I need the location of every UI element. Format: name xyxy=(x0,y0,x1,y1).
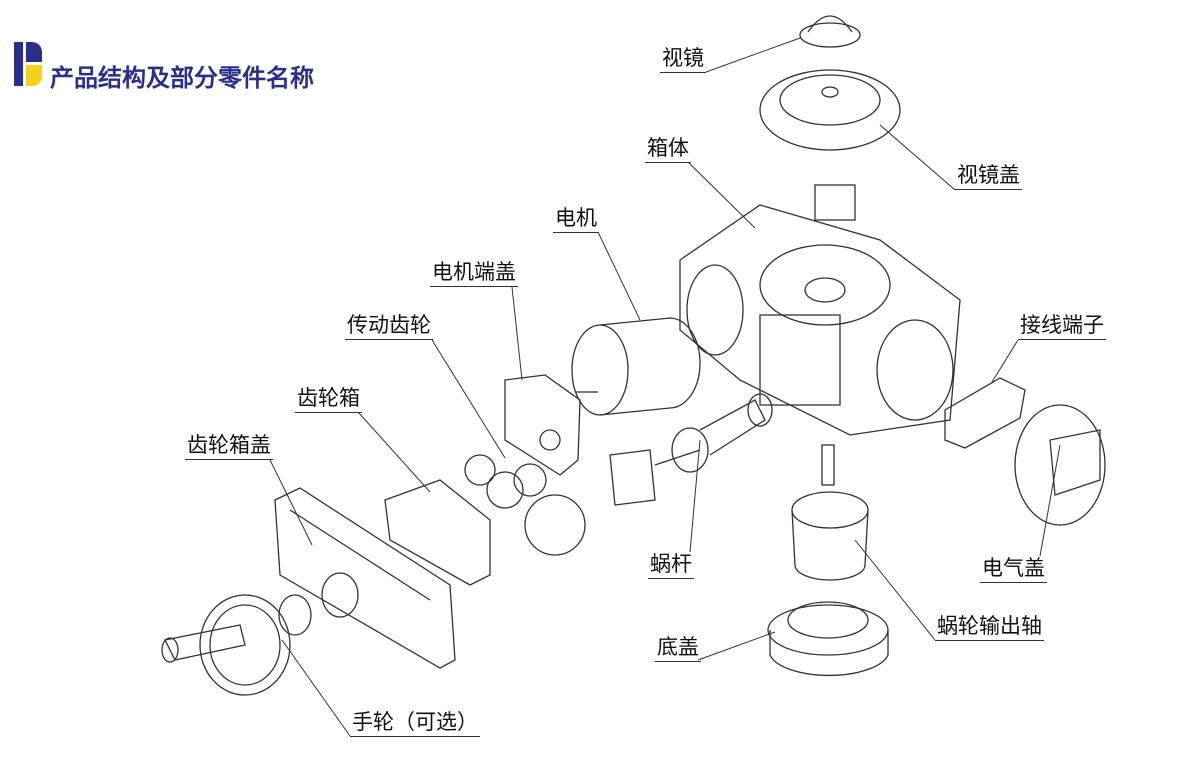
label-gearbox: 齿轮箱 xyxy=(295,386,362,413)
handwheel-part xyxy=(161,594,312,696)
label-sight-glass: 视镜 xyxy=(660,46,706,73)
label-sight-glass-cover: 视镜盖 xyxy=(955,163,1022,190)
transmission-gear-part xyxy=(464,454,586,556)
page-title: 产品结构及部分零件名称 xyxy=(50,64,314,92)
label-motor: 电机 xyxy=(553,206,599,233)
brand-logo xyxy=(14,42,42,86)
motor-end-cover-part xyxy=(504,374,581,476)
connector-part xyxy=(814,184,856,221)
sight-glass-part xyxy=(799,15,861,48)
housing-part xyxy=(679,204,961,436)
leader-lines xyxy=(269,37,1061,737)
label-transmission-gear: 传动齿轮 xyxy=(345,313,433,340)
label-electrical-cover: 电气盖 xyxy=(980,556,1047,583)
label-terminal-block: 接线端子 xyxy=(1018,313,1106,340)
label-gearbox-cover: 齿轮箱盖 xyxy=(185,433,273,460)
label-worm-wheel-output-shaft: 蜗轮输出轴 xyxy=(935,614,1044,641)
gearbox-cover-part xyxy=(274,487,456,669)
label-handwheel: 手轮（可选） xyxy=(350,710,480,737)
bottom-cover-part xyxy=(767,601,889,677)
worm-wheel-output-shaft-part xyxy=(791,444,869,581)
gearbox-part xyxy=(384,479,491,586)
terminal-block-part xyxy=(944,377,1026,449)
motor-part xyxy=(571,317,701,416)
label-motor-end-cover: 电机端盖 xyxy=(430,260,518,287)
label-bottom-cover: 底盖 xyxy=(655,635,701,662)
label-housing: 箱体 xyxy=(645,136,691,163)
label-worm: 蜗杆 xyxy=(648,552,694,579)
sight-glass-cover-part xyxy=(759,69,901,151)
worm-part xyxy=(609,393,773,506)
electrical-cover-part xyxy=(1014,404,1106,526)
